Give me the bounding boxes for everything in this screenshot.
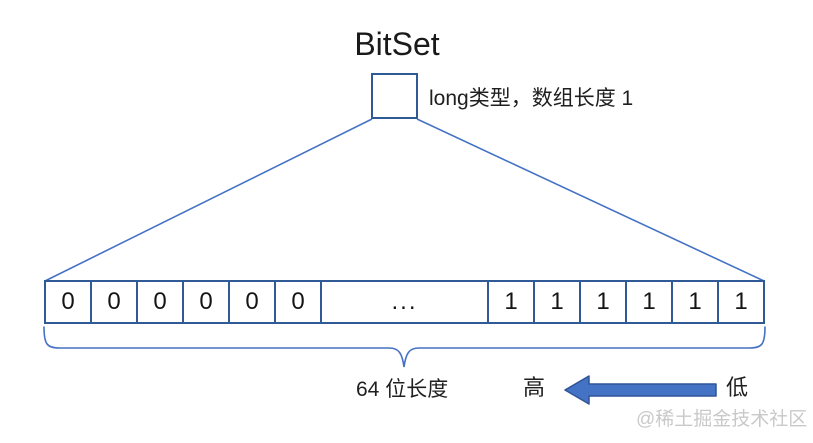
bit-cell: 1 [627, 282, 673, 322]
direction-arrow-left-icon [564, 375, 717, 405]
bit-cell: 0 [276, 282, 322, 322]
diagram-title: BitSet [354, 26, 440, 62]
bit-length-label: 64 位长度 [356, 378, 449, 401]
low-end-label: 低 [726, 375, 749, 400]
bit-cell-ellipsis: ... [322, 282, 489, 322]
high-end-label: 高 [523, 375, 546, 400]
bit-cell: 0 [230, 282, 276, 322]
watermark: @稀土掘金技术社区 [636, 409, 808, 430]
bit-cell: 1 [734, 288, 748, 315]
underbrace [43, 326, 766, 368]
bit-cell: 1 [489, 282, 535, 322]
expansion-line-right [416, 118, 765, 282]
bit-cell: 0 [92, 282, 138, 322]
long-array-box [371, 73, 418, 119]
bit-cell: 1 [535, 282, 581, 322]
expansion-line-left [44, 118, 373, 282]
bit-cell: 1 [673, 282, 719, 322]
bit-cell: 1 [581, 282, 627, 322]
bit-cell: 0 [138, 282, 184, 322]
long-array-label: long类型，数组长度 1 [429, 87, 634, 110]
bit-cell: 0 [184, 282, 230, 322]
bit-cell: 0 [46, 282, 92, 322]
